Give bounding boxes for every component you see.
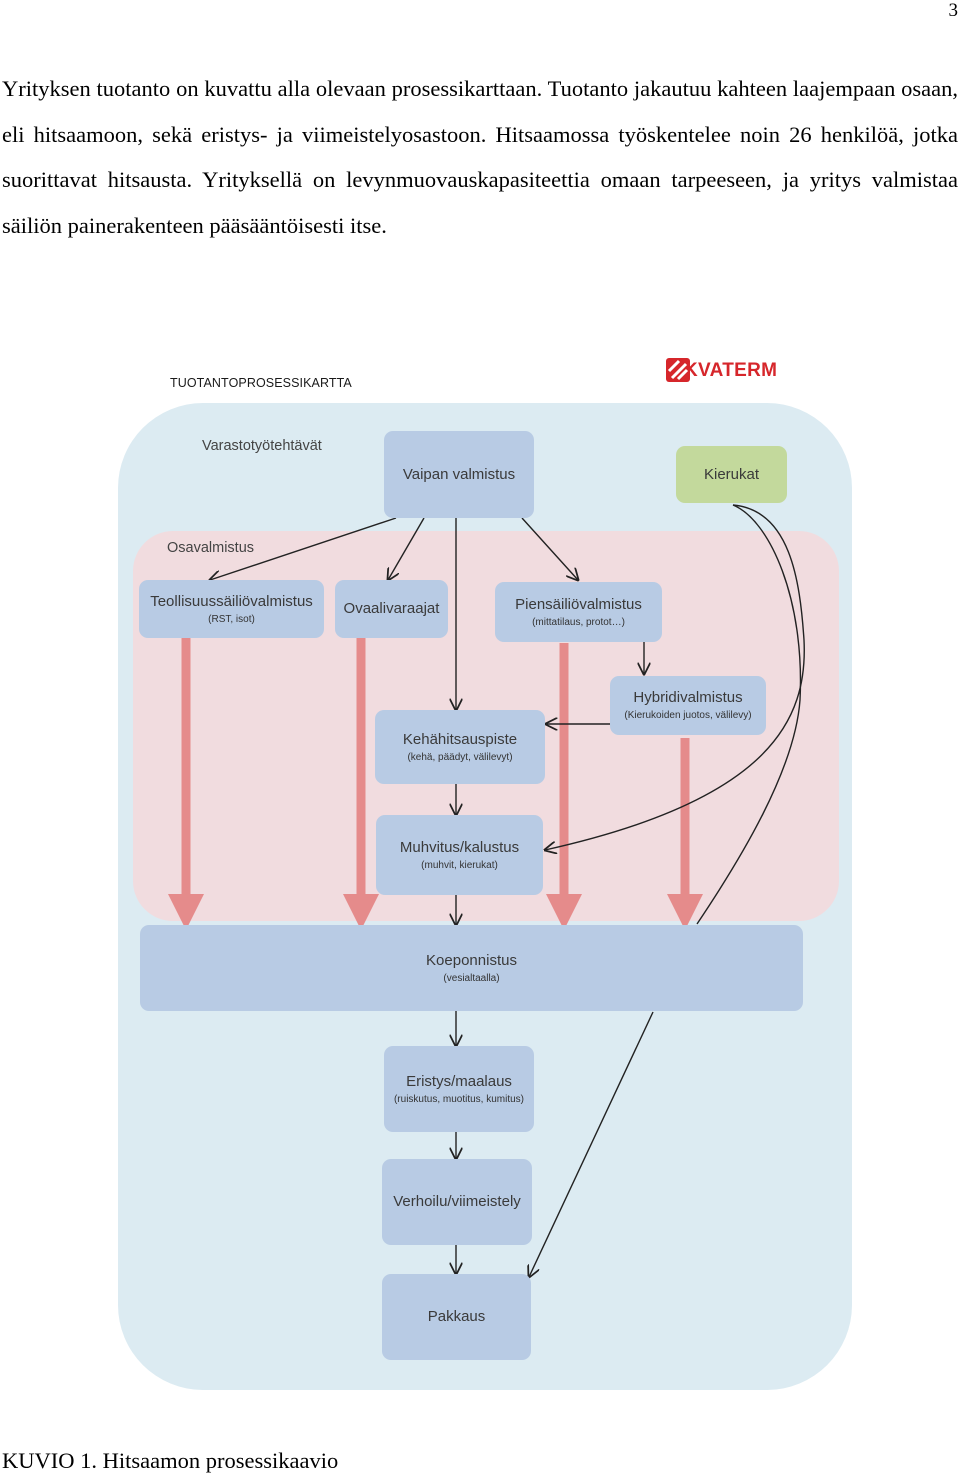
figure-caption: KUVIO 1. Hitsaamon prosessikaavio — [2, 1448, 339, 1473]
process-box-verhoilu-viimeistely: Verhoilu/viimeistely — [382, 1159, 532, 1245]
body-paragraph: Yrityksen tuotanto on kuvattu alla oleva… — [2, 76, 958, 238]
process-box-koeponnistus: Koeponnistus (vesialtaalla) — [140, 925, 803, 1011]
page-number: 3 — [948, 0, 959, 21]
process-box-vaipan-valmistus: Vaipan valmistus — [384, 431, 534, 518]
flow-arrows — [168, 638, 703, 930]
process-box-teollisuussailio: Teollisuussäiliövalmistus (RST, isot) — [139, 580, 324, 638]
process-box-piensailio: Piensäiliövalmistus (mittatilaus, protot… — [495, 582, 662, 642]
process-box-ovaalivaraajat: Ovaalivaraajat — [335, 580, 448, 638]
process-box-pakkaus: Pakkaus — [382, 1274, 531, 1360]
box-label: Hybridivalmistus — [633, 689, 743, 707]
connector-lines — [210, 504, 805, 1277]
box-label: Kehähitsauspiste — [402, 730, 518, 748]
akvaterm-logo: AKVATERM — [666, 358, 777, 384]
process-box-kehahitsauspiste: Kehähitsauspiste (kehä, päädyt, välilevy… — [375, 710, 545, 784]
region-label-warehouse: Varastotyötehtävät — [202, 438, 322, 454]
process-box-eristys-maalaus: Eristys/maalaus (ruiskutus, muotitus, ku… — [384, 1046, 534, 1132]
box-label: Kierukat — [703, 465, 760, 483]
box-sublabel: (muhvit, kierukat) — [421, 859, 498, 871]
box-label: Piensäiliövalmistus — [515, 595, 642, 613]
process-box-hybridivalmistus: Hybridivalmistus (Kierukoiden juotos, vä… — [610, 676, 766, 735]
box-sublabel: (vesialtaalla) — [443, 972, 500, 984]
akvaterm-logo-mark — [666, 358, 690, 382]
process-map-figure: TUOTANTOPROSESSIKARTTA AKVATERM Varastot… — [0, 340, 960, 1410]
box-label: Muhvitus/kalustus — [399, 838, 520, 856]
box-label: Pakkaus — [427, 1308, 486, 1326]
box-sublabel: (ruiskutus, muotitus, kumitus) — [393, 1093, 525, 1105]
box-label: Vaipan valmistus — [402, 465, 516, 483]
process-map-title: TUOTANTOPROSESSIKARTTA — [170, 376, 352, 390]
box-label: Verhoilu/viimeistely — [393, 1193, 521, 1211]
process-box-kierukat: Kierukat — [676, 446, 787, 503]
box-sublabel: (RST, isot) — [208, 613, 255, 625]
box-label: Koeponnistus — [426, 951, 517, 969]
box-sublabel: (mittatilaus, protot…) — [532, 616, 625, 628]
process-box-muhvitus-kalustus: Muhvitus/kalustus (muhvit, kierukat) — [376, 815, 543, 895]
region-label-subassembly: Osavalmistus — [167, 540, 255, 556]
logo-text: AKVATERM — [670, 360, 778, 381]
box-label: Eristys/maalaus — [406, 1072, 512, 1090]
box-sublabel: (kehä, päädyt, välilevyt) — [407, 751, 513, 763]
box-label: Teollisuussäiliövalmistus — [150, 592, 313, 610]
box-label: Ovaalivaraajat — [343, 600, 440, 618]
box-sublabel: (Kierukoiden juotos, välilevy) — [624, 710, 752, 722]
